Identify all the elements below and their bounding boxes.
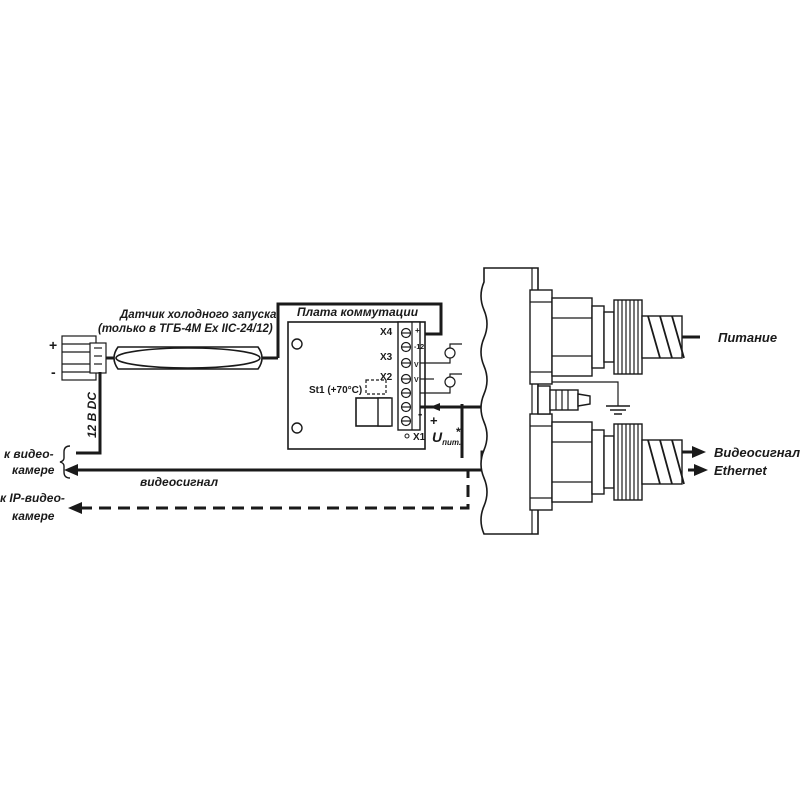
x3-label: X3: [380, 352, 393, 363]
lower-cable-gland: [529, 413, 685, 511]
board-title: Плата коммутации: [297, 305, 419, 319]
terminal-block: [397, 321, 421, 431]
to-ip-camera-line1: к IP-видео-: [0, 491, 65, 505]
connector-minus-label: -: [51, 364, 56, 380]
video-left-arrow-icon: [64, 464, 78, 476]
ground-icon: [606, 405, 630, 415]
thermostat-label: St1 (+70°C): [309, 385, 362, 396]
video-signal-right-label: Видеосигнал: [714, 445, 800, 460]
upit-symbol: Uпит.: [432, 429, 461, 447]
pin-label-12: -12: [414, 344, 424, 351]
pin-label-plus: +: [415, 326, 420, 335]
pin-label-v1: V: [414, 362, 419, 369]
grounding-bolt: [537, 385, 591, 415]
upit-asterisk: *: [456, 425, 461, 439]
power-arrow-icon: [430, 403, 440, 411]
x4-label: X4: [380, 327, 393, 338]
video-right-arrow-icon: [692, 446, 706, 458]
x2-label: X2: [380, 372, 393, 383]
connector-plus-label: +: [49, 337, 57, 353]
power-right-label: Питание: [718, 330, 777, 345]
sensor-title-line2: (только в ТГБ-4М Ex IIC-24/12): [98, 323, 273, 335]
cold-start-sensor: [106, 346, 278, 370]
left-power-connector: [61, 335, 107, 381]
upper-cable-gland: [529, 289, 685, 385]
to-camera-line2: камере: [12, 463, 55, 477]
x1-marker: [404, 433, 410, 439]
to-camera-line1: к видео-: [4, 447, 54, 461]
pin-label-v2: V: [414, 377, 419, 384]
left-brace-icon: [59, 445, 71, 479]
x1-label: X1: [413, 432, 426, 443]
ethernet-right-arrow-icon: [694, 464, 708, 476]
to-ip-camera-line2: камере: [12, 509, 55, 523]
ethernet-right-label: Ethernet: [714, 463, 767, 478]
sensor-title-line1: Датчик холодного запуска: [119, 309, 277, 321]
video-signal-left-label: видеосигнал: [140, 475, 219, 489]
upit-minus-label: -: [418, 406, 422, 421]
ethernet-left-arrow-icon: [68, 502, 82, 514]
dc-label: 12 B DC: [85, 392, 99, 438]
upit-plus-label: +: [430, 413, 438, 428]
